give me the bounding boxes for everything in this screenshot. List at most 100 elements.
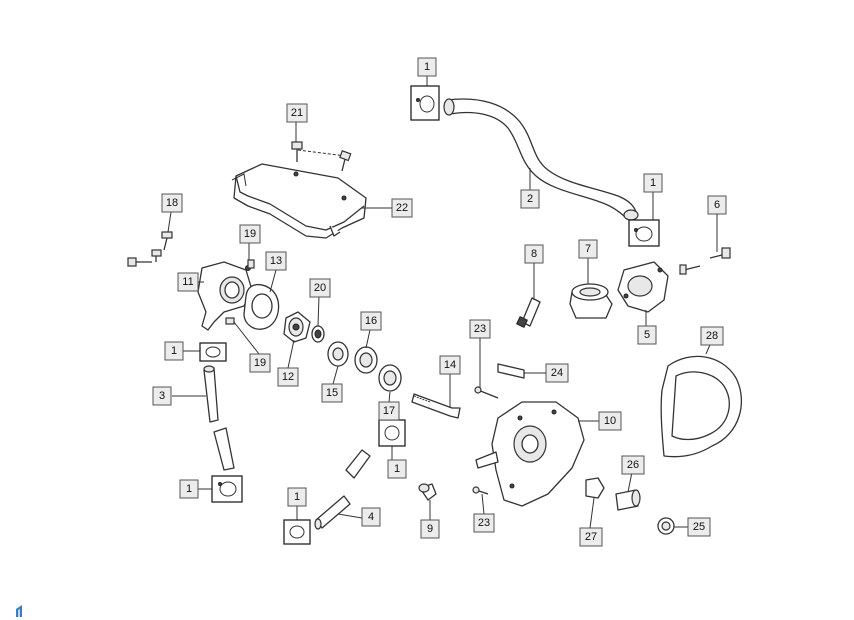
impeller-12 bbox=[283, 311, 311, 343]
callout-p7: 7 bbox=[578, 239, 598, 259]
callout-c4: 1 bbox=[179, 479, 199, 499]
callout-p20: 20 bbox=[309, 278, 331, 298]
svg-text:12: 12 bbox=[282, 371, 294, 383]
svg-text:8: 8 bbox=[531, 248, 537, 260]
svg-text:1: 1 bbox=[394, 463, 400, 475]
pin-19-lower bbox=[225, 317, 235, 325]
callout-p19b: 19 bbox=[249, 353, 271, 373]
callout-p23b: 23 bbox=[473, 513, 495, 533]
bolts-18 bbox=[127, 231, 173, 267]
gasket-28 bbox=[660, 355, 743, 458]
bolts-21 bbox=[291, 141, 352, 172]
callout-p13: 13 bbox=[265, 251, 287, 271]
svg-text:25: 25 bbox=[693, 521, 705, 533]
gasket-13 bbox=[243, 284, 280, 330]
svg-text:24: 24 bbox=[551, 367, 563, 379]
clip-box-top bbox=[410, 85, 440, 121]
clip-box-middle bbox=[378, 419, 406, 447]
svg-text:19: 19 bbox=[254, 357, 266, 369]
callout-p21: 21 bbox=[286, 103, 308, 123]
svg-text:14: 14 bbox=[444, 359, 456, 371]
leader-lines bbox=[167, 76, 718, 529]
clip-box-bottom bbox=[283, 519, 311, 545]
thermostat-cover-5 bbox=[617, 261, 669, 313]
svg-text:1: 1 bbox=[186, 483, 192, 495]
nipple-9 bbox=[418, 483, 437, 501]
svg-text:17: 17 bbox=[383, 405, 395, 417]
hose-4 bbox=[314, 449, 371, 530]
callout-p12: 12 bbox=[277, 367, 299, 387]
seal-15 bbox=[327, 341, 349, 367]
svg-text:23: 23 bbox=[474, 323, 486, 335]
callout-p15: 15 bbox=[321, 383, 343, 403]
bearing-16 bbox=[354, 346, 378, 374]
svg-text:21: 21 bbox=[291, 107, 303, 119]
bearing-17 bbox=[378, 364, 402, 392]
callout-p24: 24 bbox=[545, 363, 569, 383]
clip-box-left-upper bbox=[199, 342, 227, 362]
callout-p3: 3 bbox=[152, 386, 172, 406]
clip-box-right bbox=[628, 219, 660, 247]
svg-text:11: 11 bbox=[182, 276, 193, 288]
callout-p27: 27 bbox=[579, 527, 603, 547]
callout-p23a: 23 bbox=[469, 319, 491, 339]
callout-p28: 28 bbox=[700, 326, 724, 346]
svg-text:23: 23 bbox=[478, 517, 490, 529]
hose-3 bbox=[203, 365, 235, 471]
callout-c6: 1 bbox=[387, 459, 407, 479]
brand-logo-icon bbox=[16, 605, 22, 617]
callout-p22: 22 bbox=[391, 198, 413, 218]
callout-p6: 6 bbox=[707, 195, 727, 215]
svg-text:9: 9 bbox=[427, 523, 433, 535]
callout-p8: 8 bbox=[524, 244, 544, 264]
seal-20 bbox=[311, 325, 325, 343]
svg-text:10: 10 bbox=[604, 415, 616, 427]
callout-p10: 10 bbox=[598, 411, 622, 431]
svg-text:16: 16 bbox=[365, 315, 377, 327]
svg-text:18: 18 bbox=[166, 197, 178, 209]
svg-text:15: 15 bbox=[326, 387, 338, 399]
callout-p14: 14 bbox=[439, 355, 461, 375]
callout-p19a: 19 bbox=[239, 224, 261, 244]
svg-text:5: 5 bbox=[644, 329, 650, 341]
callout-p16: 16 bbox=[360, 311, 382, 331]
callout-p4: 4 bbox=[361, 507, 381, 527]
callout-p2: 2 bbox=[520, 189, 540, 209]
svg-text:26: 26 bbox=[627, 459, 639, 471]
bushing-26 bbox=[615, 489, 641, 511]
callout-p17: 17 bbox=[378, 401, 400, 421]
sensor-8 bbox=[516, 297, 541, 328]
cover-22 bbox=[231, 163, 367, 239]
svg-text:1: 1 bbox=[424, 61, 430, 73]
callout-c1: 1 bbox=[417, 57, 437, 77]
svg-text:1: 1 bbox=[650, 177, 656, 189]
svg-text:28: 28 bbox=[706, 330, 718, 342]
svg-text:1: 1 bbox=[171, 345, 177, 357]
pin-19-upper bbox=[247, 259, 255, 269]
callout-c5: 1 bbox=[287, 487, 307, 507]
hose-2 bbox=[443, 98, 639, 221]
pump-housing-11 bbox=[197, 261, 253, 331]
screws-23 bbox=[472, 386, 499, 495]
clip-box-left-lower bbox=[211, 475, 243, 503]
callout-p26: 26 bbox=[621, 455, 645, 475]
svg-text:2: 2 bbox=[527, 193, 533, 205]
pump-body-10 bbox=[475, 401, 585, 507]
plug-27 bbox=[585, 477, 605, 499]
svg-text:19: 19 bbox=[244, 228, 256, 240]
callout-p18: 18 bbox=[161, 193, 183, 213]
callout-c2: 1 bbox=[643, 173, 663, 193]
svg-text:4: 4 bbox=[368, 511, 374, 523]
callout-c3: 1 bbox=[164, 341, 184, 361]
svg-text:13: 13 bbox=[270, 255, 282, 267]
callout-p25: 25 bbox=[687, 517, 711, 537]
callout-p11: 11 bbox=[177, 272, 199, 292]
svg-text:20: 20 bbox=[314, 282, 326, 294]
sleeve-24 bbox=[497, 363, 525, 379]
svg-text:7: 7 bbox=[585, 243, 591, 255]
svg-text:6: 6 bbox=[714, 199, 720, 211]
svg-text:1: 1 bbox=[294, 491, 300, 503]
callout-p5: 5 bbox=[637, 325, 657, 345]
shaft-14 bbox=[411, 393, 461, 419]
